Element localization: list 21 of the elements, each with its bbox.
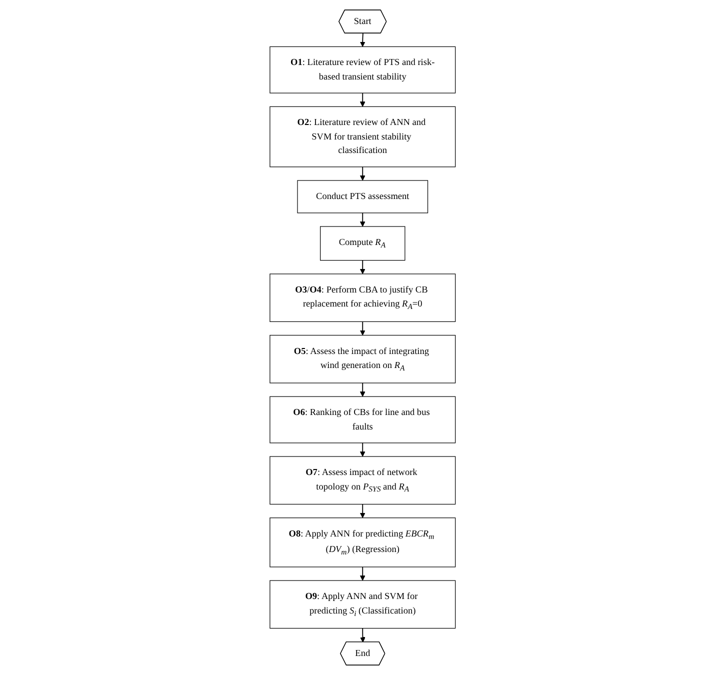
arrow [360, 166, 366, 181]
arrow [360, 442, 366, 457]
node-box: Conduct PTS assessment [297, 180, 428, 214]
node-box: Compute R$_{A}$ [320, 226, 406, 261]
arrow [360, 32, 366, 47]
node-box: O3/O4: Perform CBA to justify CB replacement for achieving R$_{A}$=0 [270, 274, 456, 322]
node-box: O1: Literature review of PTS and risk-based transient stability [270, 46, 456, 94]
arrow [360, 260, 366, 274]
node-box: O2: Literature review of ANN and SVM for transient stability classification [270, 106, 456, 168]
arrow [360, 504, 366, 518]
node-box: O5: Assess the impact of integrating wind generation on R$_{A}$ [270, 334, 456, 384]
node-box: O9: Apply ANN and SVM for predicting S$_{i}$ (Classification) [270, 580, 456, 629]
arrow [360, 628, 366, 642]
arrow [360, 321, 366, 336]
arrow [360, 212, 366, 227]
arrow [360, 566, 366, 581]
node-box: O8: Apply ANN for predicting EBCR$_{m}$ (DV$_{m}$) (Regression) [270, 518, 456, 568]
arrow [360, 382, 366, 397]
node-box: O6: Ranking of CBs for line and bus faults [270, 396, 456, 444]
arrow [360, 92, 366, 107]
node-box: O7: Assess impact of network topology on P$_{SYS}$ and R$_{A}$ [270, 456, 456, 505]
